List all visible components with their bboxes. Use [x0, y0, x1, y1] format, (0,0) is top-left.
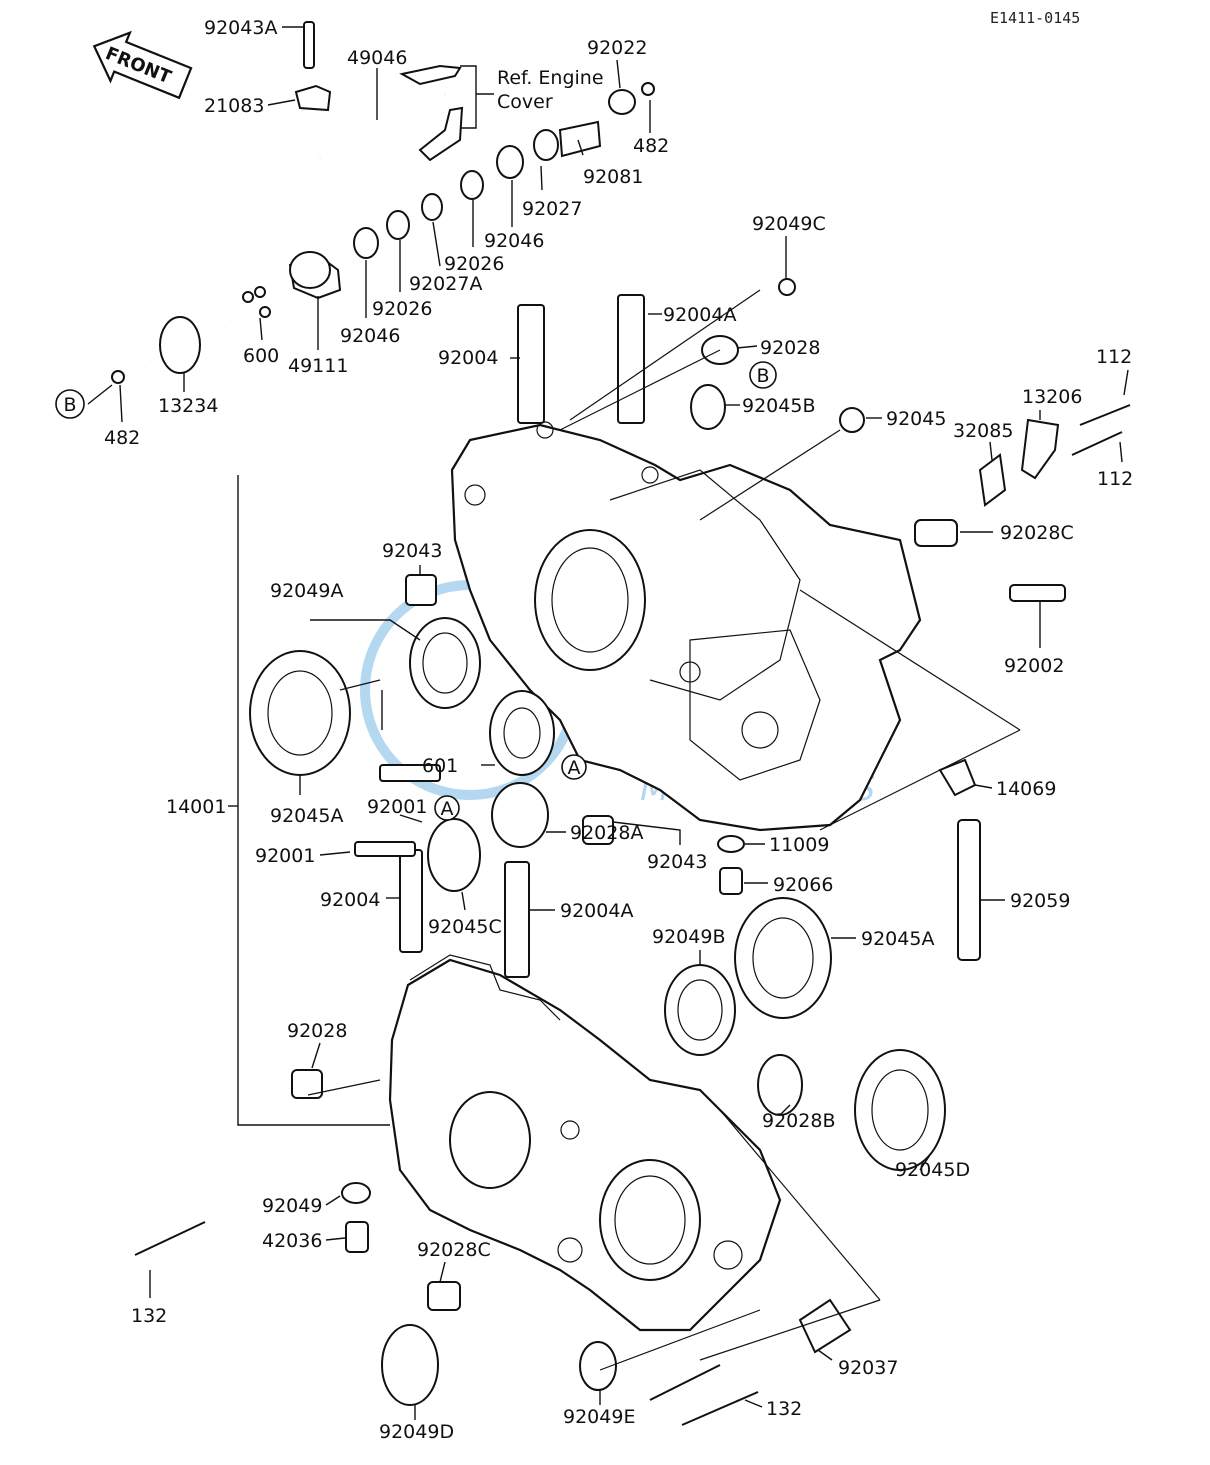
label-14069: 14069 [996, 778, 1056, 800]
label-92049B: 92049B [652, 926, 725, 948]
label-92028A: 92028A [570, 822, 643, 844]
callout-b-right: B [749, 361, 777, 389]
label-21083: 21083 [204, 95, 264, 117]
label-92004-low: 92004 [320, 889, 380, 911]
label-92028C-right: 92028C [1000, 522, 1074, 544]
label-92028C-low: 92028C [417, 1239, 491, 1261]
label-92049C: 92049C [752, 213, 826, 235]
label-600: 600 [243, 345, 279, 367]
label-11009: 11009 [769, 834, 829, 856]
label-92027A: 92027A [409, 273, 482, 295]
label-92046-top: 92046 [484, 230, 544, 252]
label-92045A-right: 92045A [861, 928, 934, 950]
label-132-left: 132 [131, 1305, 167, 1327]
label-92037: 92037 [838, 1357, 898, 1379]
label-92049: 92049 [262, 1195, 322, 1217]
callout-a-2: A [434, 795, 460, 821]
leader-lines [87, 26, 1129, 1420]
svg-text:A: A [441, 798, 454, 820]
ref-note-line1: Ref. Engine [497, 67, 604, 89]
label-482-top: 482 [633, 135, 669, 157]
label-92028B: 92028B [762, 1110, 835, 1132]
label-92001-b: 92001 [255, 845, 315, 867]
label-92028-top: 92028 [760, 337, 820, 359]
label-92022: 92022 [587, 37, 647, 59]
lower-crankcase [388, 954, 782, 1332]
label-92043A: 92043A [204, 17, 277, 39]
label-601: 601 [422, 755, 458, 777]
label-42036: 42036 [262, 1230, 322, 1252]
label-112-b: 112 [1097, 468, 1133, 490]
diagram-code: E1411-0145 [990, 9, 1080, 27]
label-92028-low: 92028 [287, 1020, 347, 1042]
label-92026-b: 92026 [372, 298, 432, 320]
svg-text:A: A [568, 757, 581, 779]
svg-text:B: B [63, 394, 76, 416]
label-92004-top: 92004 [438, 347, 498, 369]
label-92001-a: 92001 [367, 796, 427, 818]
label-92049A: 92049A [270, 580, 343, 602]
label-92026-a: 92026 [444, 253, 504, 275]
ref-note-line2: Cover [497, 91, 553, 113]
label-92045C: 92045C [428, 916, 502, 938]
label-92081: 92081 [583, 166, 643, 188]
label-13234: 13234 [158, 395, 218, 417]
label-112-a: 112 [1096, 346, 1132, 368]
label-92004A-low: 92004A [560, 900, 633, 922]
label-92027: 92027 [522, 198, 582, 220]
callout-b-left: B [55, 389, 85, 419]
label-92043-mid: 92043 [647, 851, 707, 873]
callout-a-1: A [561, 754, 587, 780]
label-482-left: 482 [104, 427, 140, 449]
label-92045: 92045 [886, 408, 946, 430]
label-92004A-top: 92004A [663, 304, 736, 326]
front-arrow-icon: FRONT [92, 30, 193, 100]
label-32085: 32085 [953, 420, 1013, 442]
label-92059: 92059 [1010, 890, 1070, 912]
svg-text:B: B [756, 365, 769, 387]
label-132-bottom: 132 [766, 1398, 802, 1420]
upper-crankcase [450, 421, 922, 832]
label-92066: 92066 [773, 874, 833, 896]
part-labels: 92043A 21083 49046 92022 482 92081 92027… [104, 17, 1133, 1443]
label-92045B: 92045B [742, 395, 815, 417]
label-49111: 49111 [288, 355, 348, 377]
label-13206: 13206 [1022, 386, 1082, 408]
label-49046: 49046 [347, 47, 407, 69]
label-92002: 92002 [1004, 655, 1064, 677]
label-92045A-left: 92045A [270, 805, 343, 827]
label-92045D: 92045D [895, 1159, 970, 1181]
label-92049D: 92049D [379, 1421, 454, 1443]
label-92043-left: 92043 [382, 540, 442, 562]
label-92046-b: 92046 [340, 325, 400, 347]
label-92049E: 92049E [563, 1406, 635, 1428]
label-14001: 14001 [166, 796, 226, 818]
